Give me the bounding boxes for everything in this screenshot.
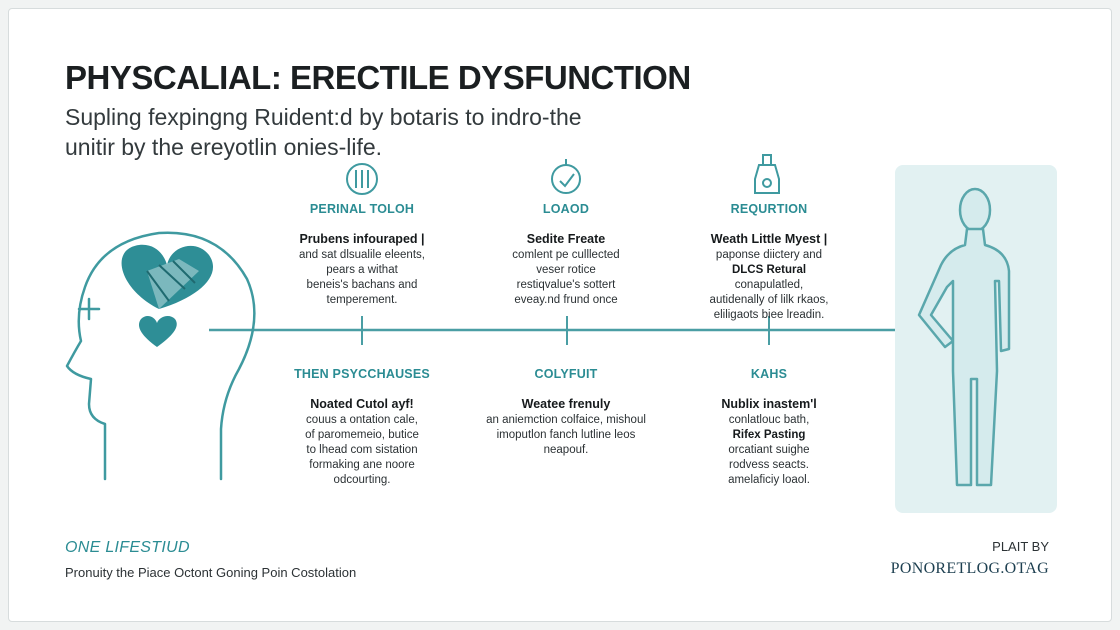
column-line: pears a withat [326,264,398,276]
column-line: conapulatled, [734,279,804,291]
infographic-art [65,154,1057,513]
column-line: eliligaots biee lreadin. [713,309,825,321]
column-body: and sat dlsualile eleents, pears a witha… [252,248,472,308]
column-heading: LOAOD [542,202,590,216]
column-line: to lhead com sistation [306,444,418,456]
column-line: autidenally of lilk rkaos, [709,294,829,306]
brand-name: ONE LIFESTIUD [65,539,190,556]
column-subheading: Sedite Freate [526,232,606,246]
column-line: formaking ane noore [309,459,415,471]
column-line: neapouf. [543,444,589,456]
column-heading: KAHS [750,367,788,381]
column-subheading: Weath Little Myest | [710,232,828,246]
column-line: odcourting. [333,474,391,486]
head-profile-icon [65,231,256,481]
column-line: couus a ontation cale, [306,414,418,426]
standing-person-icon [917,187,1011,487]
column-heading: PERINAL TOLOH [309,202,415,216]
column-line: of paromemeio, butice [305,429,419,441]
column-heading: COLYFUIT [534,367,598,381]
column-subheading: Prubens infouraped | [299,232,425,246]
bottle-icon [754,154,780,194]
bottom-column-3: KAHS Nublix inastem'l conlatlouc bath, R… [659,367,879,488]
column-subheading: Noated Cutol ayf! [310,397,414,411]
column-line: veser rotice [536,264,596,276]
column-heading: REQURTION [730,202,808,216]
bottom-column-2: COLYFUIT Weatee frenuly an aniemction co… [446,367,686,458]
column-line: comlent pe culllected [512,249,620,261]
column-body: an aniemction colfaice, mishoul imoputlo… [446,413,686,458]
column-line: imoputlon fanch lutline leos [496,429,636,441]
brand-tagline: Pronuity the Piace Octont Goning Poin Co… [65,565,357,580]
subtitle-line-1: Supling fexpingng Ruident:d by botaris t… [65,104,582,130]
column-body: comlent pe culllected veser rotice resti… [456,248,676,308]
column-line: DLCS Retural [731,264,807,276]
column-line: an aniemction colfaice, mishoul [486,414,646,426]
page-title: PHYSCALIAL: ERECTILE DYSFUNCTION [65,59,691,96]
column-line: Rifex Pasting [732,429,806,441]
column-line: beneis's bachans and [306,279,418,291]
top-column-1: PERINAL TOLOH Prubens infouraped | and s… [252,202,472,308]
column-line: and sat dlsualile eleents, [299,249,425,261]
column-subheading: Nublix inastem'l [721,397,817,411]
top-column-3: REQURTION Weath Little Myest | paponse d… [659,202,879,323]
column-heading: THEN PSYCCHAUSES [294,367,430,381]
column-line: restiqvalue's sottert [516,279,616,291]
heart-icon [121,244,214,347]
column-line: amelaficiy loaol. [728,474,810,486]
column-line: paponse diictery and [715,249,823,261]
credit-site: PONORETLOG.OTAG [890,560,1049,577]
column-subheading: Weatee frenuly [521,397,611,411]
subtitle-line-2: unitir by the ereyotlin onies-life. [65,134,383,160]
column-line: rodvess seacts. [729,459,809,471]
column-line: orcatiant suighe [728,444,810,456]
column-line: eveay.nd frund once [514,294,618,306]
column-body: couus a ontation cale, of paromemeio, bu… [252,413,472,488]
column-line: temperement. [326,294,398,306]
infographic-frame: PHYSCALIAL: ERECTILE DYSFUNCTION Supling… [8,8,1112,622]
top-column-2: LOAOD Sedite Freate comlent pe culllecte… [456,202,676,308]
pill-tablets-icon [346,163,378,195]
bottom-column-1: THEN PSYCCHAUSES Noated Cutol ayf! couus… [252,367,472,488]
page-subtitle: Supling fexpingng Ruident:d by botaris t… [65,102,665,162]
column-body: conlatlouc bath, Rifex Pasting orcatiant… [659,413,879,488]
clock-check-icon [551,159,581,194]
column-line: conlatlouc bath, [728,414,810,426]
credit-label: PLAIT BY [992,539,1049,554]
column-body: paponse diictery and DLCS Retural conapu… [659,248,879,323]
